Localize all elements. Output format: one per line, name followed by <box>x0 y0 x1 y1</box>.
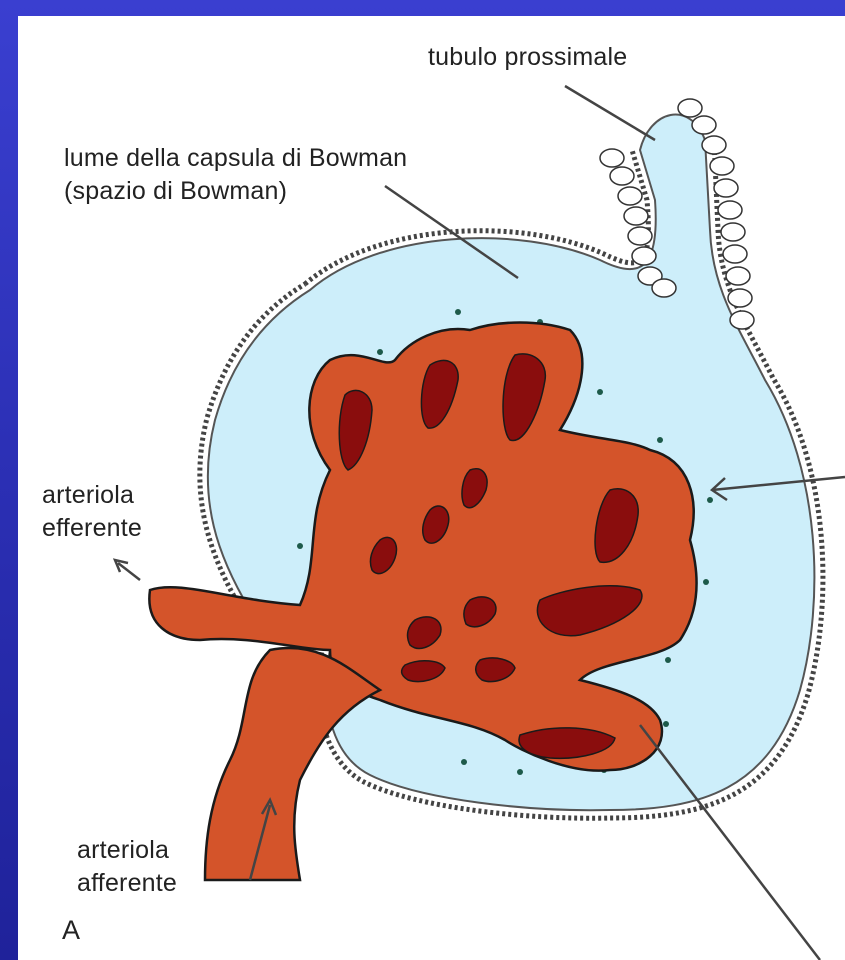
bowman-lumen-label-line1: lume della capsula di Bowman <box>64 143 407 173</box>
panel-letter: A <box>62 915 80 945</box>
proximal-tubule-label: tubulo prossimale <box>428 42 627 72</box>
afferent-label-line2: afferente <box>77 868 177 898</box>
bowman-lumen-label-line2: (spazio di Bowman) <box>64 176 287 206</box>
efferent-label-line1: arteriola <box>42 480 134 510</box>
efferent-label-line2: efferente <box>42 513 142 543</box>
afferent-label-line1: arteriola <box>77 835 169 865</box>
